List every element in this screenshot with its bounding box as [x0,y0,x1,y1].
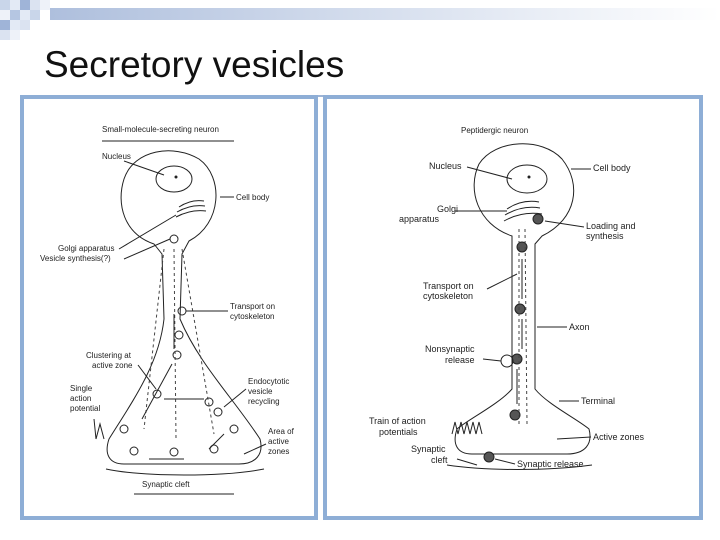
nucleus-shape [155,165,193,193]
label-clustering-1: Clustering at [86,351,132,360]
peptidergic-neuron-figure: Peptidergic neuron Nucleus Cell body Gol… [323,95,703,520]
vesicle [129,446,139,456]
label-transport-2: cytoskeleton [423,291,473,301]
slide-title: Secretory vesicles [44,44,345,85]
label-area-2: active [268,437,289,446]
label-synaptic-cleft: Synaptic cleft [142,480,190,489]
label-endo-1: Endocytotic [248,377,289,386]
leader-line [456,458,478,466]
label-loading-2: synthesis [586,231,624,241]
vesicle [152,389,162,399]
label-train-2: potentials [379,427,418,437]
vesicle [172,350,182,360]
label-cleft-1: Synaptic [411,444,446,454]
left-heading: Small-molecule-secreting neuron [102,125,219,134]
label-single-1: Single [70,384,93,393]
nucleolus [174,175,178,179]
vesicle [169,234,179,244]
neuron-outline [454,143,591,455]
dense-core-vesicle [483,451,495,463]
small-molecule-neuron-figure: Small-molecule-secreting neuron Nu [20,95,318,520]
label-axon: Axon [569,322,590,332]
label-transport-1: Transport on [423,281,474,291]
small-molecule-neuron-diagram: Small-molecule-secreting neuron Nu [40,125,295,495]
right-heading: Peptidergic neuron [461,126,528,135]
label-golgi: Golgi apparatus [58,244,114,253]
label-cell-body: Cell body [236,193,269,202]
dense-core-vesicle [532,213,544,225]
peptidergic-neuron-diagram: Peptidergic neuron Nucleus Cell body Gol… [369,126,645,470]
vesicle [209,444,219,454]
vesicle [204,397,214,407]
leader-line [123,160,165,176]
cytoskeleton-tracks [143,248,215,440]
label-cell-body: Cell body [593,163,631,173]
label-active-zones: Active zones [593,432,645,442]
vesicle [177,306,187,316]
label-golgi-1: Golgi [437,204,458,214]
label-nucleus: Nucleus [429,161,462,171]
label-area-1: Area of [268,427,295,436]
label-area-3: zones [268,447,289,456]
label-endo-3: recycling [248,397,280,406]
cytoskeleton-tracks [518,228,528,425]
leader-line [123,238,171,260]
postsynaptic-membrane [446,464,593,470]
leader-line [482,358,502,362]
vesicle [174,330,184,340]
label-clustering-2: active zone [92,361,133,370]
recycling-arrow [208,433,225,450]
leader-line [494,458,516,465]
corner-decoration [0,0,60,40]
action-potential-train [451,421,483,435]
leader-line [486,273,518,290]
label-single-2: action [70,394,91,403]
label-single-3: potential [70,404,100,413]
label-terminal: Terminal [581,396,615,406]
leader-line [544,220,585,228]
leader-line [118,214,177,250]
neuron-outline [106,150,262,465]
label-loading-1: Loading and [586,221,636,231]
label-vesicle-synthesis: Vesicle synthesis(?) [40,254,111,263]
leader-line [243,443,267,455]
label-endo-2: vesicle [248,387,273,396]
golgi-shape [175,200,207,218]
nucleolus [527,175,531,179]
dense-core-vesicle [509,409,521,421]
vesicle [169,447,179,457]
leader-line [137,364,157,390]
label-nonsyn-2: release [445,355,475,365]
label-nucleus: Nucleus [102,152,131,161]
top-gradient-bar [50,8,720,20]
postsynaptic-membrane [105,468,265,476]
label-golgi-2: apparatus [399,214,440,224]
label-transport-1: Transport on [230,302,275,311]
fusing-vesicle [500,354,514,368]
label-nonsyn-1: Nonsynaptic [425,344,475,354]
action-potential-trace [93,418,105,440]
vesicle [229,424,239,434]
leader-line [223,388,247,408]
vesicle [119,424,129,434]
label-train-1: Train of action [369,416,426,426]
leader-line [466,166,513,180]
label-synaptic-release: Synaptic release [517,459,584,469]
dense-core-vesicle [511,353,523,365]
label-transport-2: cytoskeleton [230,312,274,321]
leader-line [556,436,592,440]
nucleus-shape [506,164,548,194]
transport-arrow [141,363,173,420]
label-cleft-2: cleft [431,455,448,465]
vesicle [213,407,223,417]
dense-core-vesicle [514,303,526,315]
